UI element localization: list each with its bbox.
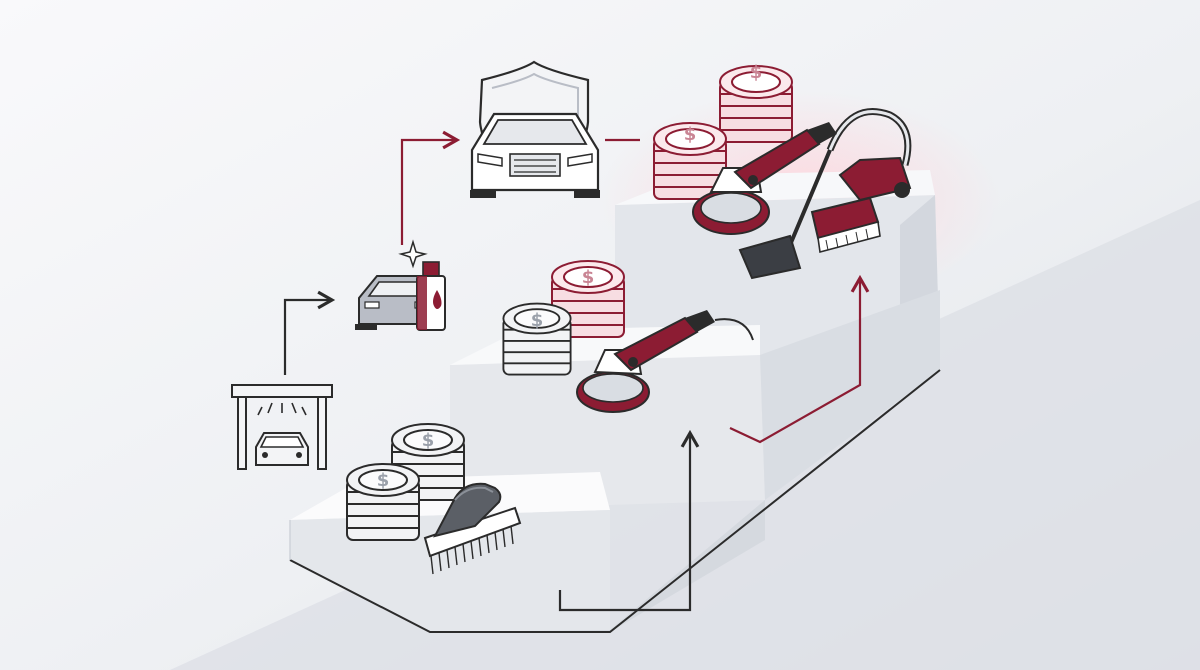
coin-stack: $	[391, 423, 465, 501]
coin-stack: $	[551, 260, 625, 338]
coin-symbol: $	[582, 267, 595, 288]
coin-stack: $	[718, 62, 794, 144]
coin-symbol: $	[750, 62, 763, 83]
shielded-car-icon	[470, 60, 600, 198]
arrow-wax-to-protection	[400, 130, 461, 245]
stair-base-line	[289, 369, 941, 633]
tier-2-coins: $ $	[502, 260, 625, 376]
coin-symbol: $	[531, 310, 544, 331]
scrub-brush-icon	[423, 482, 522, 575]
arrow-tier2-to-tier3	[729, 274, 870, 444]
arrow-wash-to-wax	[283, 290, 336, 375]
coin-stack: $	[502, 302, 572, 376]
tier-3-coins: $ $	[652, 62, 794, 201]
car-wash-icon	[231, 384, 333, 470]
tier-1-coins: $ $	[346, 423, 465, 541]
sparkle-icon	[398, 239, 428, 269]
polisher-vacuum-brush-icon	[692, 108, 912, 280]
arrow-tier1-to-tier2	[558, 429, 700, 612]
car-wax-icon	[355, 239, 446, 331]
polisher-icon	[576, 310, 754, 413]
rotary-polisher-icon	[692, 122, 837, 235]
vacuum-icon	[738, 108, 912, 280]
coin-stack: $	[652, 121, 728, 201]
coin-symbol: $	[422, 430, 435, 451]
progress-arrows	[283, 130, 870, 612]
detail-brush-icon	[810, 196, 881, 254]
coin-symbol: $	[377, 470, 390, 491]
coin-stack: $	[346, 463, 420, 541]
coin-symbol: $	[684, 124, 697, 145]
